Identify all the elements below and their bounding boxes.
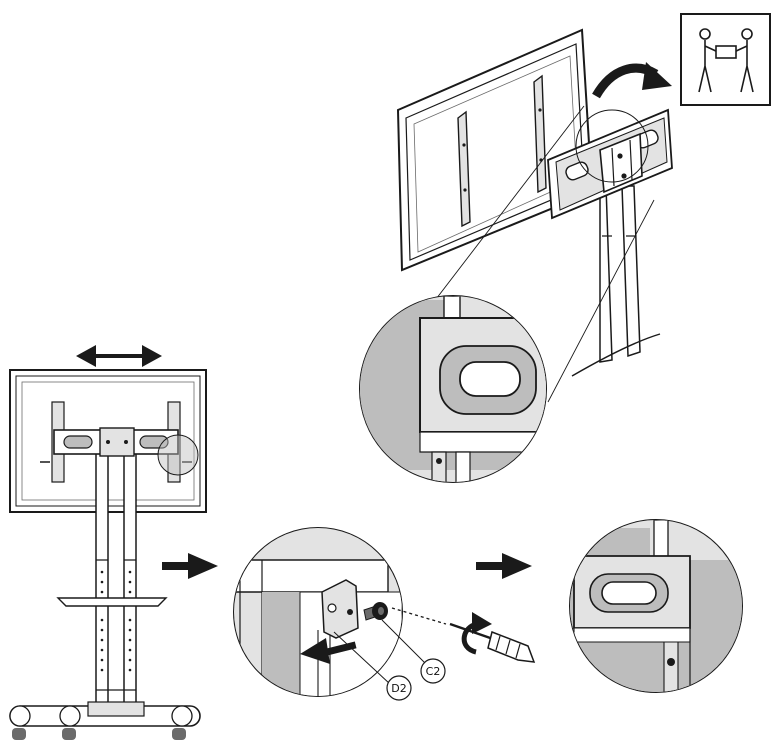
tv-mounting-rail-left — [457, 110, 471, 228]
detail-circle-top — [359, 295, 547, 483]
callout-d2: D2 — [333, 631, 412, 701]
tv-mounting-rail-right — [533, 74, 547, 194]
tv-back-panel-top — [396, 28, 594, 272]
curved-arrow-icon — [592, 62, 672, 99]
detail-circle-result — [569, 519, 743, 693]
right-arrow-icon — [162, 553, 218, 579]
mount-bracket-top — [547, 108, 673, 220]
callout-d2-label: D2 — [391, 682, 406, 695]
double-arrow-icon — [76, 345, 162, 367]
bracket-plate-d2 — [321, 579, 359, 639]
detail-circle-d2-c2 — [233, 527, 403, 697]
insert-arrow-icon — [300, 638, 357, 664]
callout-c2: C2 — [381, 619, 446, 684]
right-arrow-icon — [476, 553, 532, 579]
screwdriver-icon — [449, 622, 536, 663]
screw-c2 — [363, 602, 388, 621]
mount-bracket-left — [40, 401, 199, 483]
caster-wheel — [12, 728, 186, 740]
callout-c2-label: C2 — [426, 665, 441, 678]
clockwise-rotation-icon — [461, 612, 492, 655]
two-person-lift-icon — [680, 13, 771, 106]
stand-shelf-left — [56, 597, 168, 607]
stand-base-left — [9, 701, 201, 740]
